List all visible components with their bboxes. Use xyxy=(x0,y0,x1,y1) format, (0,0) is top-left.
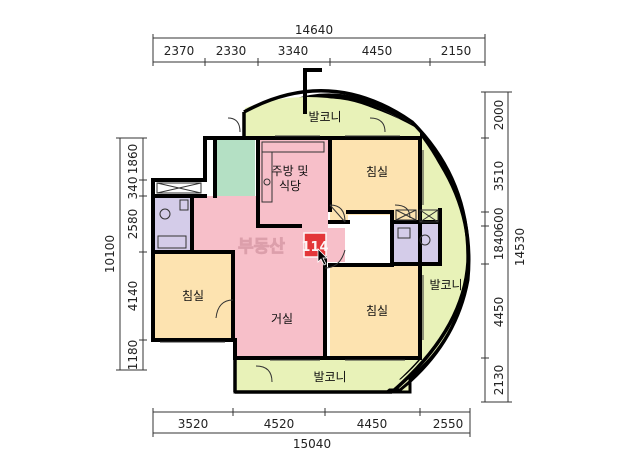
shoe-closet xyxy=(156,182,202,194)
dimension-left: 10100 1860 340 2580 4140 1180 xyxy=(103,137,147,371)
dim-right-seg-1: 2000 xyxy=(492,100,506,131)
dim-top-seg-3: 3340 xyxy=(278,44,309,58)
dim-left-seg-2: 340 xyxy=(126,177,140,200)
dim-top-seg-2: 2330 xyxy=(216,44,247,58)
dim-top-seg-4: 4450 xyxy=(362,44,393,58)
bath-fixtures-left xyxy=(157,199,189,249)
balcony-bottom xyxy=(235,358,420,392)
kitchen-fixtures xyxy=(261,141,325,203)
dim-bottom-seg-3: 4450 xyxy=(357,417,388,431)
bedroom-top-right-area xyxy=(330,138,420,220)
label-kitchen-line2: 식당 xyxy=(279,179,301,193)
living-room xyxy=(235,250,325,358)
dim-bottom-seg-1: 3520 xyxy=(178,417,209,431)
watermark-text: 부동산 xyxy=(238,237,285,257)
dim-bottom-seg-4: 2550 xyxy=(433,417,464,431)
dim-left-seg-1: 1860 xyxy=(126,144,140,175)
dim-right-seg-5: 4450 xyxy=(492,297,506,328)
dim-left-seg-4: 4140 xyxy=(126,281,140,312)
dimension-right: 2000 3510 600 1840 4450 2130 14530 xyxy=(481,91,527,403)
label-balcony-top: 발코니 xyxy=(308,110,341,124)
doors xyxy=(215,117,411,383)
windows xyxy=(160,135,424,361)
bathroom-right xyxy=(392,222,440,264)
dimension-bottom: 3520 4520 4450 2550 15040 xyxy=(152,408,471,451)
bathroom-left xyxy=(153,196,191,250)
dim-left-seg-5: 1180 xyxy=(126,340,140,371)
dim-top-total: 14640 xyxy=(295,23,333,37)
dim-bottom-seg-2: 4520 xyxy=(264,417,295,431)
dim-top-seg-5: 2150 xyxy=(441,44,472,58)
cursor-icon xyxy=(317,248,328,266)
bath-fixtures-right xyxy=(395,209,439,246)
dim-right-seg-3: 600 xyxy=(492,208,506,231)
watermark-logo: 부동산 114 xyxy=(238,232,329,258)
dim-bottom-total: 15040 xyxy=(293,437,331,451)
label-bedroom-bottom-right: 침실 xyxy=(366,304,388,318)
bedroom-bottom-right-area xyxy=(330,265,420,357)
label-balcony-right: 발코니 xyxy=(429,278,462,292)
dim-right-seg-2: 3510 xyxy=(492,161,506,192)
dim-right-seg-6: 2130 xyxy=(492,365,506,396)
dim-right-seg-4: 1840 xyxy=(492,230,506,261)
label-living: 거실 xyxy=(271,312,293,326)
label-kitchen-line1: 주방 및 xyxy=(272,164,309,178)
closet-center xyxy=(348,215,390,263)
dim-left-seg-3: 2580 xyxy=(126,209,140,240)
walls xyxy=(151,68,442,360)
dim-right-total: 14530 xyxy=(513,228,527,266)
label-balcony-bottom: 발코니 xyxy=(313,370,346,384)
dim-top-seg-1: 2370 xyxy=(164,44,195,58)
label-bedroom-left: 침실 xyxy=(182,289,204,303)
utility-room xyxy=(215,138,255,196)
balcony-outline xyxy=(243,89,470,394)
dim-left-total: 10100 xyxy=(103,235,117,273)
dimension-top: 14640 2370 2330 3340 4450 2150 xyxy=(152,23,486,66)
watermark-badge: 114 xyxy=(301,240,328,255)
balcony-top xyxy=(245,97,420,138)
label-bedroom-top-right: 침실 xyxy=(366,165,388,179)
bedroom-left-area xyxy=(153,252,233,338)
